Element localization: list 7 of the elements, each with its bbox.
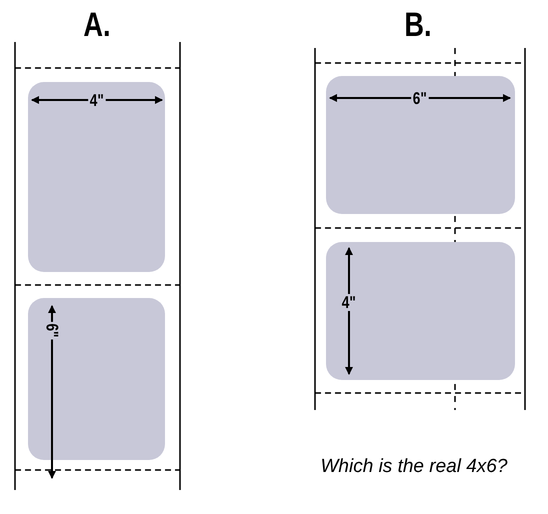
dimension-label: 4" xyxy=(88,92,106,108)
panel-heading: A. xyxy=(83,8,111,42)
dimension-label: 4" xyxy=(340,294,358,310)
panel-heading: B. xyxy=(404,8,432,42)
dimension-label: 6" xyxy=(43,321,60,339)
dimension-label: 6" xyxy=(411,90,428,106)
question-text: Which is the real 4x6? xyxy=(320,456,508,476)
